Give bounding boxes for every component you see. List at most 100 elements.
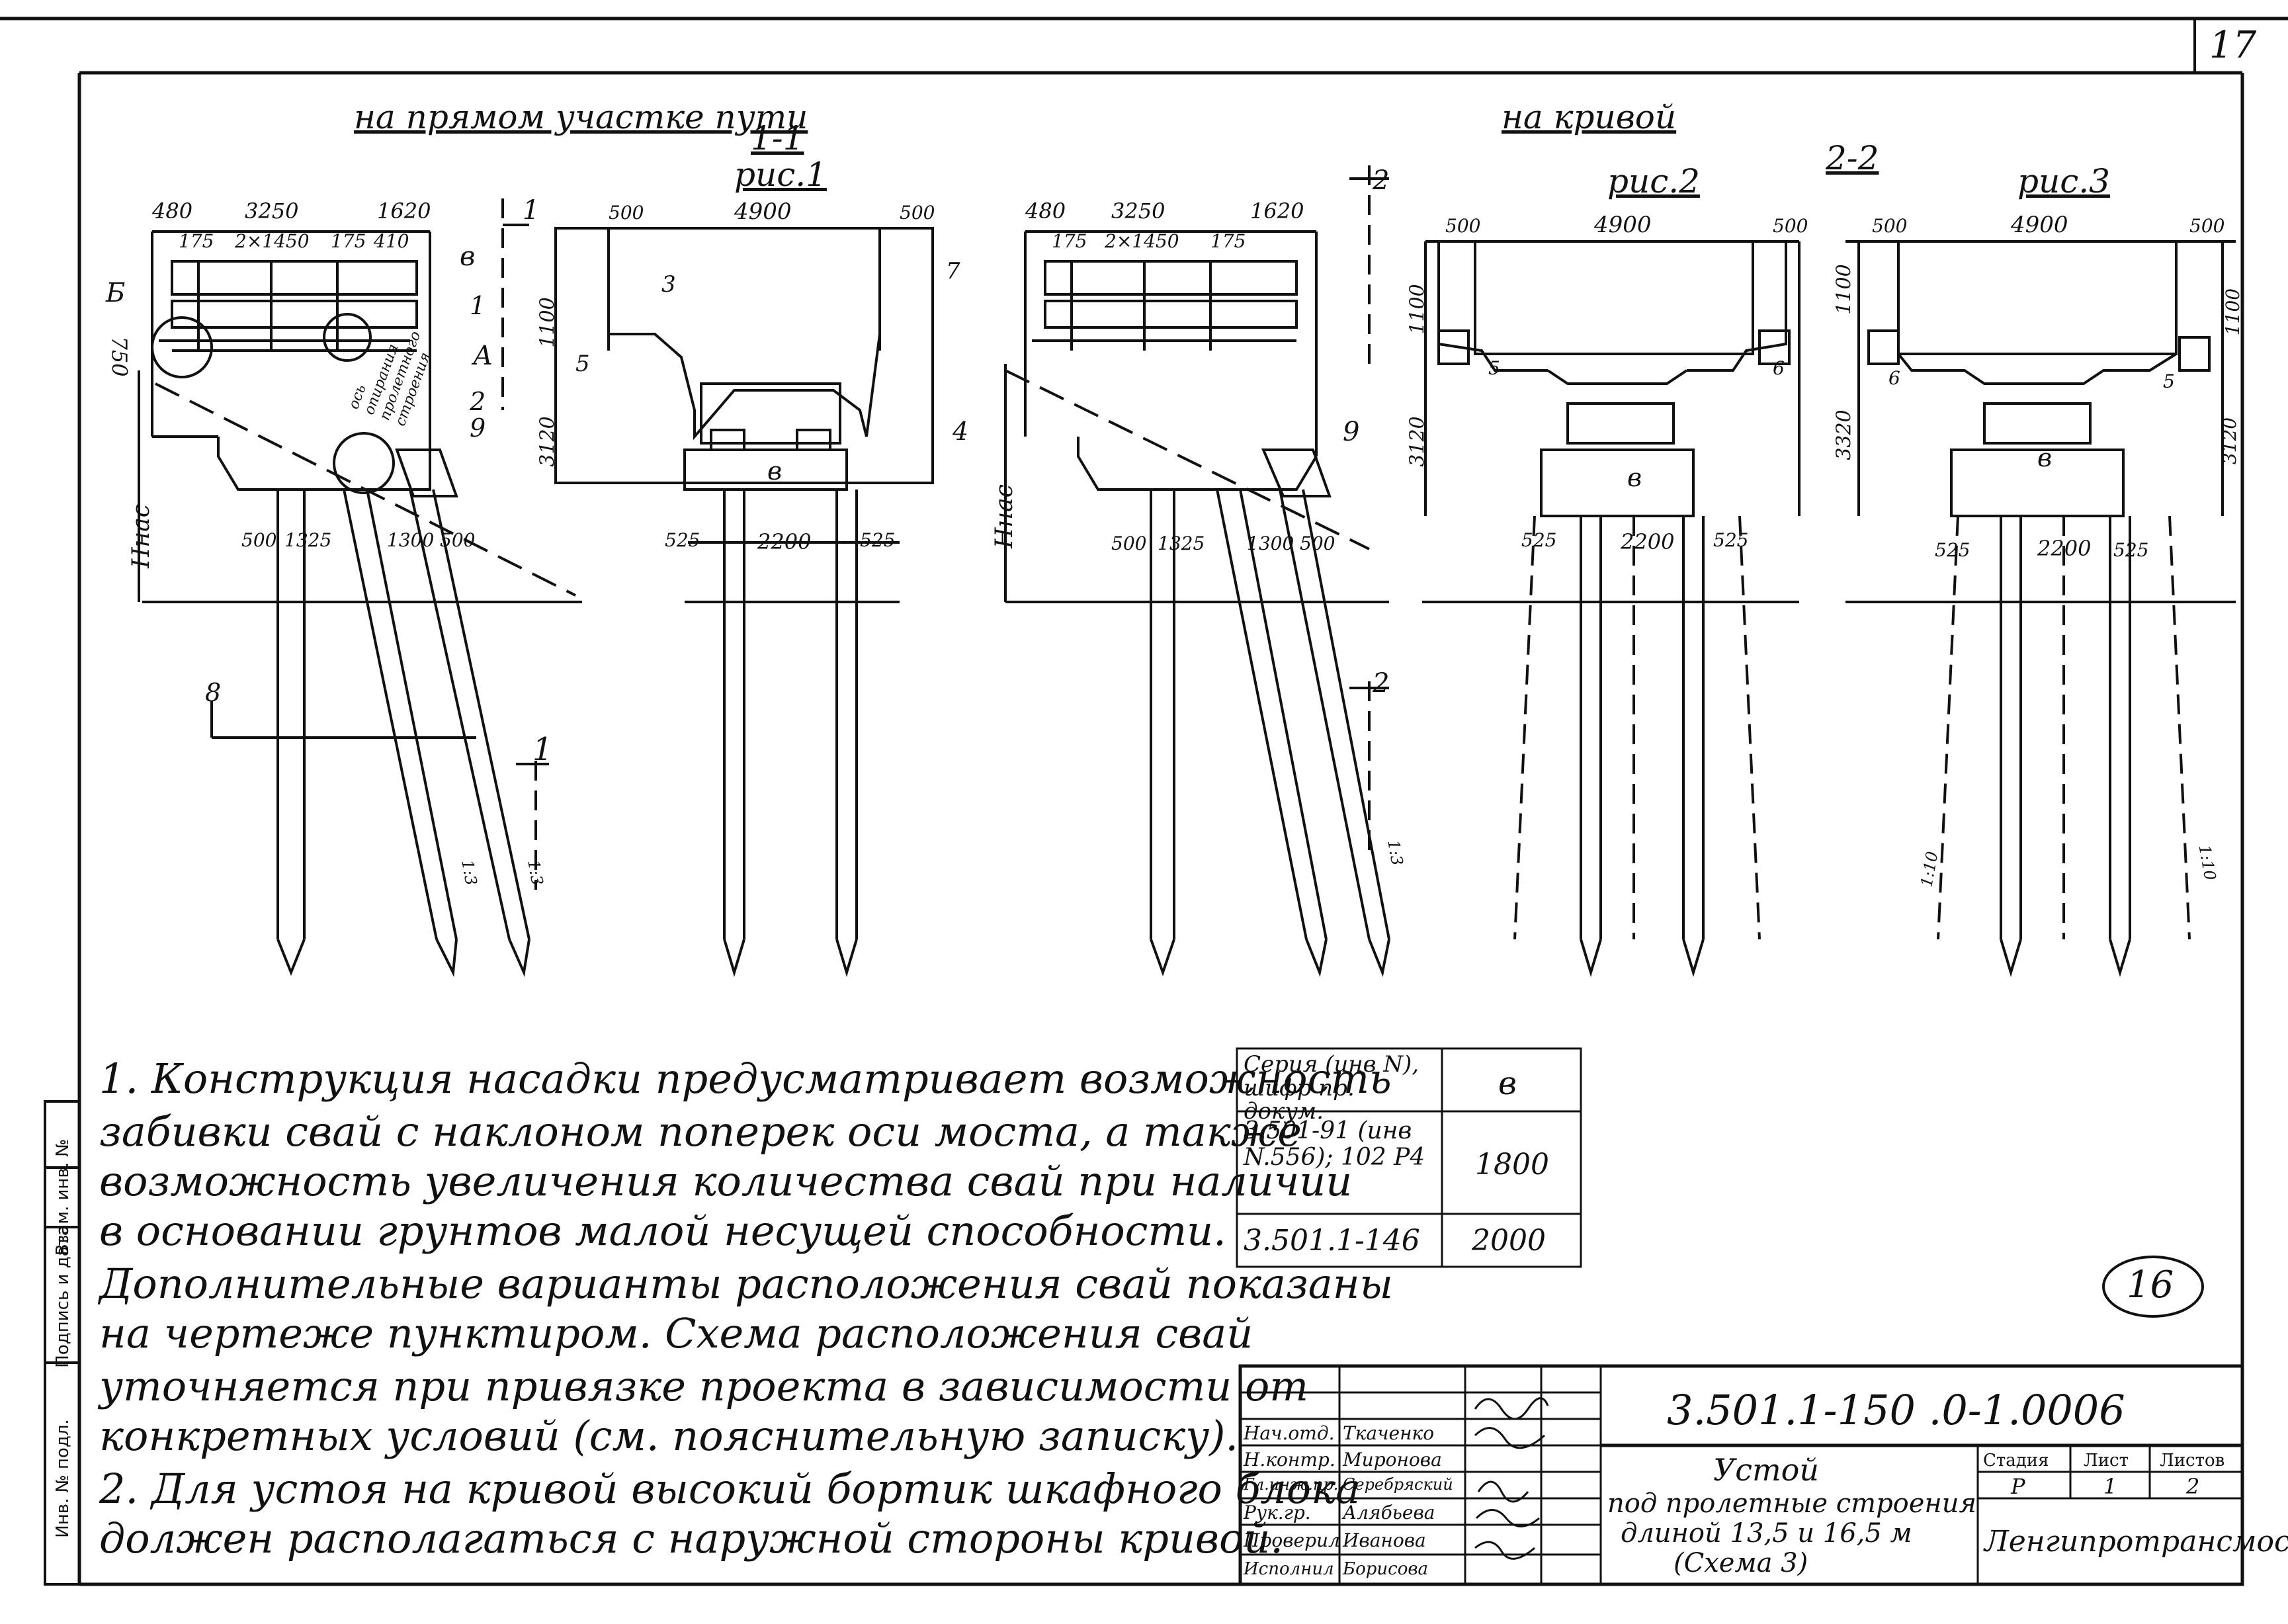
view-section-22-fig2 [1422,240,1801,977]
callout-cut1-top: 1 [523,195,540,226]
dim-v2-500a: 500 [609,202,644,224]
series-table-row-series: 3.501.1-146 [1244,1224,1420,1258]
stage-header: Стадия [1983,1451,2049,1471]
dim-v5-3320: 3320 [1832,409,1856,460]
dim-v1-750: 750 [106,336,132,377]
stamp-number: 16 [2127,1263,2174,1306]
signatory-role: Н.контр. [1244,1449,1335,1471]
dim-v3-175b: 175 [1210,230,1246,252]
dim-v4-2200: 2200 [1621,529,1675,554]
dim-v1-3250: 3250 [245,198,299,224]
series-table-row-value: 2000 [1472,1224,1546,1258]
dim-v3-1620: 1620 [1250,198,1304,224]
note-line: должен располагаться с наружной стороны … [99,1514,1283,1562]
title-straight: на прямом участке пути [354,98,808,136]
signatory-name: Борисова [1343,1559,1428,1579]
dim-v5-b: в [2037,443,2053,472]
dim-v3-1300: 1300 [1247,533,1294,554]
drawing-title-line: Устой [1713,1452,1819,1488]
drawing-title-line: под пролетные строения [1607,1488,1977,1519]
signatory-name: Алябьева [1343,1502,1435,1523]
drawing-title-line: длиной 13,5 и 16,5 м [1621,1518,1912,1549]
title-curve: на кривой [1502,98,1677,136]
margin-label: Взам. инв. № [53,1138,73,1256]
fig-label-1: рис.1 [734,155,827,194]
dim-v5-525a: 525 [1935,539,1970,561]
dim-v5-1100b: 1100 [2222,288,2244,336]
signatory-role: Рук.гр. [1244,1502,1311,1523]
callout-5c: 5 [2163,370,2175,392]
callout-1: 1 [470,291,486,320]
dim-v1-1300: 1300 [387,529,435,551]
dim-v4-525b: 525 [1713,529,1749,551]
dim-v1-410: 410 [374,230,409,252]
callout-9a: 9 [470,413,486,443]
dim-v5-3120: 3120 [2219,417,2241,465]
dim-v1-500a: 500 [241,529,277,551]
note-line: 1. Конструкция насадки предусматривает в… [99,1054,1392,1103]
dim-v1-1325: 1325 [284,529,332,551]
note-line: забивки свай с наклоном поперек оси мост… [99,1107,1302,1156]
callout-cut2-bottom: 2 [1373,668,1390,699]
dim-v5-525b: 525 [2113,539,2149,561]
drawing-code: 3.501.1-150 .0-1.0006 [1667,1386,2125,1434]
callout-cut1-bottom: 1 [532,731,553,768]
callout-B-right: в [460,241,476,272]
dim-v1-175b: 175 [331,230,366,252]
callout-5b: 5 [1488,357,1500,379]
callout-3: 3 [661,271,676,298]
page-number: 17 [2209,24,2257,67]
signatory-name: Серебряский [1343,1475,1453,1494]
callout-8: 8 [205,678,222,707]
series-table-grid [1236,1047,1582,1268]
dim-v2-4900: 4900 [734,198,792,225]
dim-v3-hnas: Hнас [990,484,1018,548]
dim-v2-2200: 2200 [757,529,812,554]
note-line: на чертеже пунктиром. Схема расположения… [99,1309,1253,1357]
dim-v5-2200: 2200 [2037,536,2092,561]
sheet-frame [0,17,2288,1586]
dim-v4-b: в [1627,463,1642,492]
dim-v3-1325: 1325 [1158,533,1205,554]
signatory-role: Нач.отд. [1244,1422,1335,1444]
dim-v2-525b: 525 [860,529,896,551]
dim-v3-480: 480 [1025,198,1066,224]
organization: Ленгипротрансмост [1984,1525,2288,1559]
fig-label-2: рис.2 [1607,162,1700,200]
signatory-role: Проверил [1244,1529,1340,1551]
signatory-role: Гл.инж.пр. [1244,1475,1339,1494]
dim-v2-b: в [767,456,783,486]
dim-v2-525a: 525 [665,529,700,551]
dim-v5-500a: 500 [1872,215,1908,237]
dim-v5-500b: 500 [2189,215,2225,237]
margin-label: Инв. № подл. [53,1419,73,1538]
signatory-name: Иванова [1343,1529,1426,1551]
dim-v2-500b: 500 [900,202,935,224]
dim-v4-4900: 4900 [1594,212,1652,238]
section-label-22: 2-2 [1826,139,1879,177]
note-line: конкретных условий (см. пояснительную за… [99,1412,1239,1460]
drawing-title-line: (Схема 3) [1674,1548,1808,1578]
signatory-role: Исполнил [1244,1559,1334,1579]
dim-v1-1620: 1620 [377,198,431,224]
view-section-11 [554,227,934,977]
dim-v4-500b: 500 [1773,215,1808,237]
dim-v1-480: 480 [152,198,193,224]
callout-B-left: Б [106,278,126,308]
dim-v1-500b: 500 [440,529,476,551]
section-label-11: 1-1 [751,119,804,157]
dim-v1-hnas: Hнас [127,504,155,568]
callout-5a: 5 [575,351,590,377]
sheet-value: 1 [2103,1474,2117,1499]
view-straight-side-2 [1004,165,1390,977]
callout-7: 7 [946,258,960,284]
callout-A: А [473,341,493,371]
fig-label-3: рис.3 [2017,162,2110,200]
note-line: уточняется при привязке проекта в зависи… [99,1362,1309,1410]
series-table-header-series: Серия (инв N), шифр пр. докум. [1244,1051,1419,1125]
series-table-row-value: 1800 [1475,1148,1549,1181]
dim-v3-500a: 500 [1111,533,1147,554]
callout-4: 4 [953,417,969,446]
callout-cut2-top: 2 [1373,165,1390,196]
dim-v4-500a: 500 [1445,215,1481,237]
